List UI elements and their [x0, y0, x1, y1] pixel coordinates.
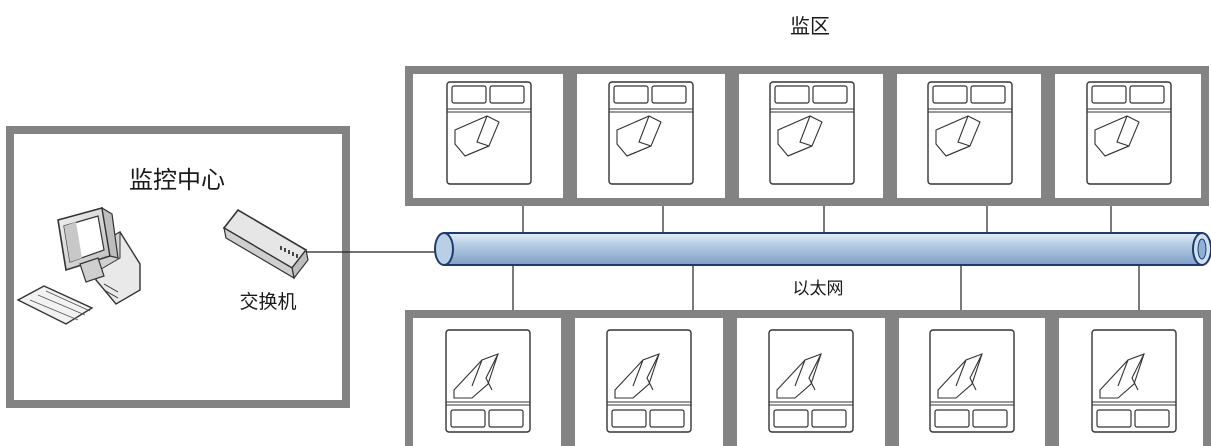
- cell-connectors: [512, 206, 1140, 310]
- cell-bottom-2: [567, 310, 731, 446]
- cell-top-1: [405, 66, 571, 206]
- cell-top-4: [889, 66, 1049, 206]
- bed-icon: [1091, 329, 1177, 433]
- cell-bottom-5: [1051, 310, 1211, 446]
- cell-area-label: 监区: [790, 14, 830, 38]
- switch-label: 交换机: [239, 291, 296, 313]
- bed-icon: [768, 329, 854, 433]
- bottom-row-cells: [405, 310, 1211, 446]
- cell-top-5: [1047, 66, 1209, 206]
- bed-icon: [927, 81, 1013, 185]
- ethernet-pipe: [434, 232, 1211, 266]
- switch-icon: [222, 208, 309, 280]
- bed-icon: [769, 81, 855, 185]
- top-row-cells: [405, 66, 1209, 206]
- ethernet-label: 以太网: [793, 279, 844, 299]
- control-center: 监控中心: [6, 126, 350, 408]
- cell-bottom-4: [891, 310, 1053, 446]
- bed-icon: [929, 329, 1015, 433]
- cell-top-2: [569, 66, 733, 206]
- cell-bottom-1: [405, 310, 569, 446]
- cell-top-3: [731, 66, 891, 206]
- control-center-label: 监控中心: [129, 166, 225, 194]
- bed-icon: [606, 329, 692, 433]
- cell-bottom-3: [729, 310, 893, 446]
- bed-icon: [608, 81, 694, 185]
- computer-icon: [16, 206, 141, 325]
- bed-icon: [446, 81, 532, 185]
- bed-icon: [445, 329, 531, 433]
- bed-icon: [1086, 81, 1172, 185]
